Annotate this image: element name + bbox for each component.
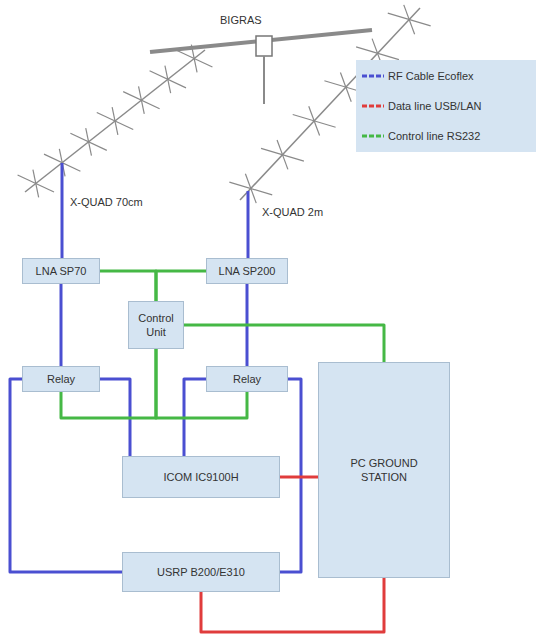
legend-text: Control line RS232: [388, 130, 480, 142]
cable-connector: [156, 271, 206, 301]
yagi-element: [165, 66, 171, 94]
component-label: LNA SP70: [36, 264, 87, 278]
antenna-feed: [247, 191, 250, 258]
component-box: Relay: [22, 366, 100, 392]
cable-connector: [184, 325, 384, 362]
yagi-element: [309, 106, 320, 135]
cable-connector: [100, 271, 156, 301]
component-box: LNA SP70: [22, 258, 100, 284]
component-label: LNA SP200: [219, 264, 276, 278]
legend-text: RF Cable Ecoflex: [388, 70, 474, 82]
component-label: PC GROUND STATION: [344, 456, 424, 485]
legend-line-sample: [362, 72, 384, 80]
component-box: PC GROUND STATION: [318, 362, 450, 578]
cable-connector: [10, 379, 122, 572]
component-label: Relay: [47, 372, 75, 386]
yagi-element: [112, 107, 118, 135]
cable-connector: [60, 284, 63, 366]
component-label: Control Unit: [134, 311, 178, 340]
component-box: ICOM IC9100H: [122, 456, 280, 498]
yagi-70cm-boom: [25, 50, 205, 192]
component-box: LNA SP200: [206, 258, 288, 284]
yagi-element: [340, 72, 351, 101]
cable-connector: [280, 476, 318, 479]
legend-entry: RF Cable Ecoflex: [362, 68, 474, 84]
antenna-label: X-QUAD 2m: [262, 206, 323, 218]
component-label: ICOM IC9100H: [163, 470, 238, 484]
yagi-element: [191, 45, 197, 73]
component-box: Control Unit: [128, 301, 184, 349]
component-label: USRP B200/E310: [157, 565, 245, 579]
yagi-element: [404, 5, 415, 34]
rotator-mount: [256, 36, 272, 56]
legend-line-sample: [362, 132, 384, 140]
yagi-element: [86, 128, 92, 156]
yagi-element: [139, 86, 145, 114]
yagi-element: [33, 170, 39, 198]
legend-entry: Control line RS232: [362, 128, 480, 144]
legend-line-sample: [362, 102, 384, 110]
antenna-label: X-QUAD 70cm: [70, 196, 143, 208]
component-box: USRP B200/E310: [122, 552, 280, 592]
mast: [263, 56, 265, 104]
legend-entry: Data line USB/LAN: [362, 98, 482, 114]
component-label: Relay: [233, 372, 261, 386]
component-box: Relay: [206, 366, 288, 392]
legend-text: Data line USB/LAN: [388, 100, 482, 112]
antenna-feed: [61, 163, 64, 258]
yagi-element: [277, 140, 288, 169]
legend-panel: RF Cable EcoflexData line USB/LAN Control…: [356, 60, 536, 152]
antenna-label: BIGRAS: [220, 14, 262, 26]
